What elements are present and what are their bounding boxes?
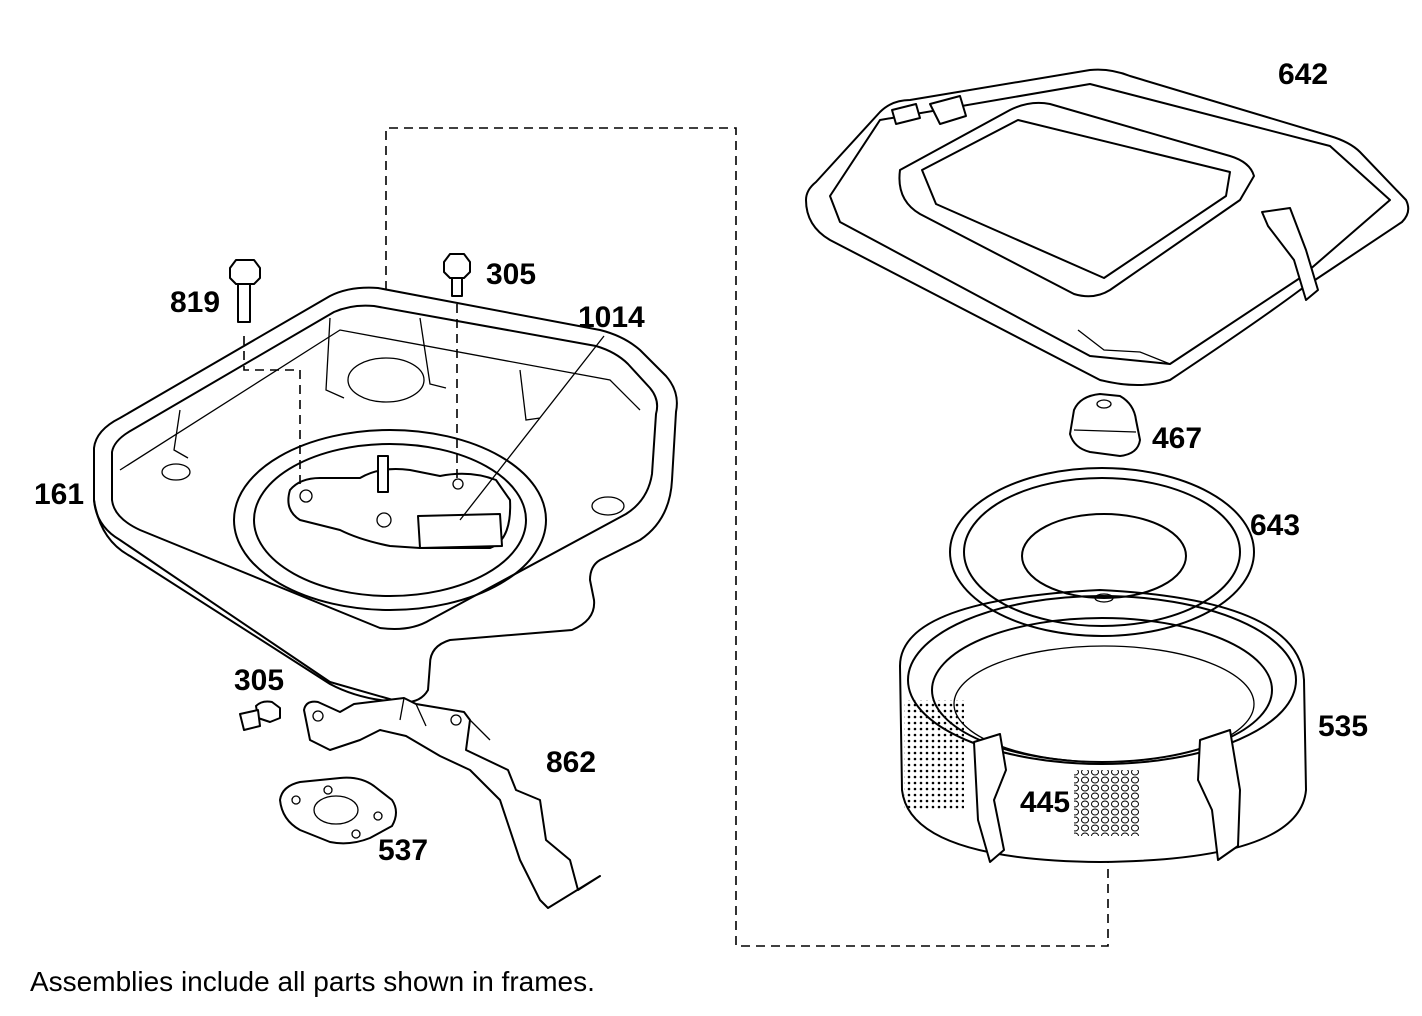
label-643: 643	[1250, 509, 1301, 542]
label-1014: 1014	[578, 301, 645, 334]
label-161: 161	[34, 478, 85, 511]
part-642-cover	[805, 68, 1410, 386]
label-445: 445	[1020, 786, 1071, 819]
label-862: 862	[546, 746, 597, 779]
filter-mesh	[904, 700, 1140, 836]
part-537-gasket	[279, 776, 397, 845]
label-819: 819	[170, 286, 221, 319]
label-467: 467	[1152, 422, 1203, 455]
part-305-bolt-top	[443, 253, 471, 478]
part-535-filter	[899, 589, 1307, 863]
leader-1014	[459, 335, 605, 521]
part-862-bracket	[303, 697, 601, 909]
label-537: 537	[378, 834, 429, 867]
assembly-frame	[385, 127, 1109, 947]
label-642: 642	[1278, 58, 1329, 91]
part-467-knob	[1069, 393, 1141, 457]
label-305-bottom: 305	[234, 664, 285, 697]
label-305-top: 305	[486, 258, 537, 291]
part-819-bolt	[229, 259, 301, 490]
assembly-footnote: Assemblies include all parts shown in fr…	[30, 966, 595, 997]
part-161-base	[93, 286, 678, 704]
part-305-bolt-bottom	[239, 700, 281, 731]
label-535: 535	[1318, 710, 1369, 743]
part-643-disc	[949, 467, 1255, 637]
